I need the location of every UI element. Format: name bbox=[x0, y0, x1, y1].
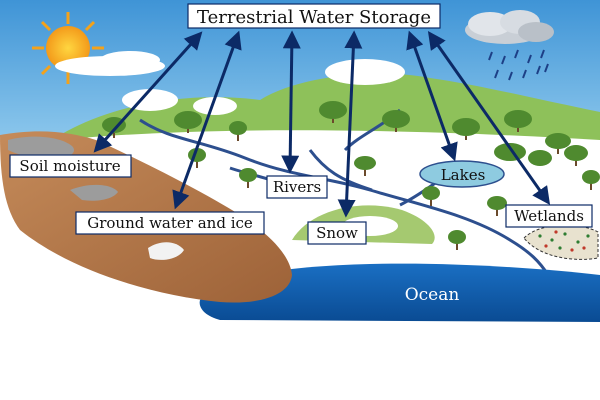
arrow-wetlands bbox=[427, 31, 551, 205]
ocean bbox=[199, 263, 600, 322]
label-wetlands-box: Wetlands bbox=[505, 204, 593, 228]
flow-arrows bbox=[93, 30, 551, 218]
title-box: Terrestrial Water Storage bbox=[187, 3, 441, 29]
label-lakes: Lakes bbox=[441, 166, 486, 184]
label-snow-box: Snow bbox=[307, 221, 367, 245]
wetlands-area bbox=[523, 224, 599, 260]
arrow-ground-water bbox=[172, 30, 242, 210]
label-rivers: Rivers bbox=[273, 178, 321, 196]
diagram-title: Terrestrial Water Storage bbox=[197, 7, 431, 28]
label-soil-moisture: Soil moisture bbox=[19, 157, 120, 175]
label-snow: Snow bbox=[316, 224, 358, 242]
label-soil-moisture-box: Soil moisture bbox=[9, 154, 132, 178]
arrow-snow bbox=[337, 30, 363, 218]
label-wetlands: Wetlands bbox=[514, 207, 584, 225]
label-lakes-box: Lakes bbox=[441, 166, 486, 184]
label-ground-water-box: Ground water and ice bbox=[75, 211, 265, 235]
label-ocean: Ocean bbox=[405, 285, 460, 305]
label-rivers-box: Rivers bbox=[266, 175, 328, 199]
label-ground-water: Ground water and ice bbox=[87, 214, 253, 232]
arrow-rivers bbox=[281, 30, 301, 174]
